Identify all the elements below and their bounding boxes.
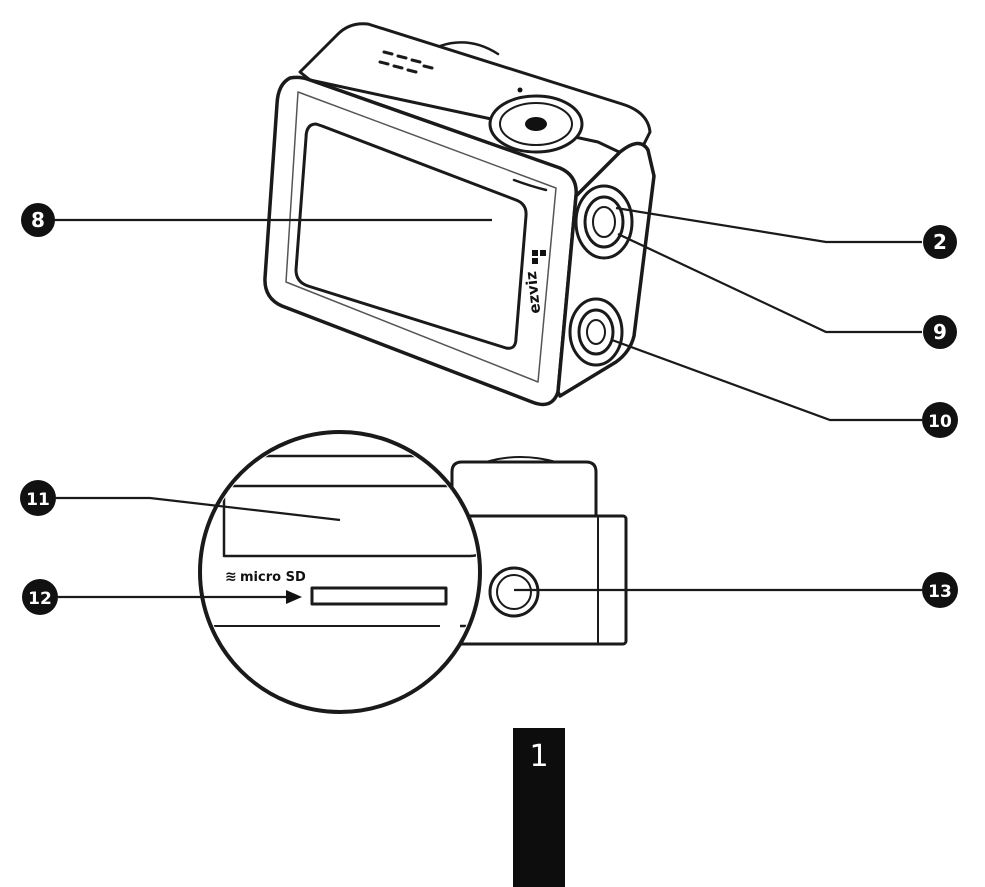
mount-block xyxy=(450,460,598,520)
svg-text:11: 11 xyxy=(26,490,50,510)
leader-2 xyxy=(615,206,922,244)
svg-text:10: 10 xyxy=(928,412,952,432)
svg-text:13: 13 xyxy=(928,582,952,602)
camera-screen xyxy=(294,122,528,350)
micro-sd-symbol: ≋ xyxy=(225,569,237,585)
brand-logo-icon xyxy=(532,250,546,264)
side-power-button xyxy=(574,184,634,260)
leader-10 xyxy=(611,338,922,422)
brand-text: ezviz xyxy=(522,270,544,314)
top-leader-lines xyxy=(52,206,922,422)
callout-badge-2: 2 xyxy=(923,225,957,259)
leader-12-arrowhead xyxy=(286,590,302,604)
speaker-grille xyxy=(378,50,434,74)
callout-badge-8: 8 xyxy=(21,203,55,237)
callout-badge-9: 9 xyxy=(923,315,957,349)
callout-badge-12: 12 xyxy=(22,579,58,615)
mount-block-top xyxy=(485,456,557,463)
leader-11 xyxy=(56,496,341,522)
page-number: 1 xyxy=(529,739,548,774)
mount-screw-icon xyxy=(488,566,540,618)
battery-door xyxy=(222,478,477,558)
svg-text:12: 12 xyxy=(28,589,52,609)
micro-sd-slot xyxy=(310,586,448,606)
svg-text:2: 2 xyxy=(933,230,947,254)
bottom-leader-lines xyxy=(56,496,922,604)
svg-text:9: 9 xyxy=(933,320,947,344)
magnifier-circle xyxy=(198,430,482,714)
callout-badge-10: 10 xyxy=(922,402,958,438)
leader-9 xyxy=(617,233,922,334)
callout-badge-13: 13 xyxy=(922,572,958,608)
indicator-led xyxy=(512,178,548,192)
camera-side-view: ≋ micro SD xyxy=(198,430,628,714)
camera-top-bump xyxy=(438,41,500,56)
top-shutter-button xyxy=(488,87,584,154)
side-mode-button xyxy=(568,297,624,367)
page-tab: 1 xyxy=(513,728,565,887)
camera-body: ezviz xyxy=(263,22,656,407)
camera-back-bezel xyxy=(285,91,557,383)
callout-badge-11: 11 xyxy=(20,480,56,516)
micro-sd-label: micro SD xyxy=(240,570,306,585)
svg-text:8: 8 xyxy=(31,208,45,232)
